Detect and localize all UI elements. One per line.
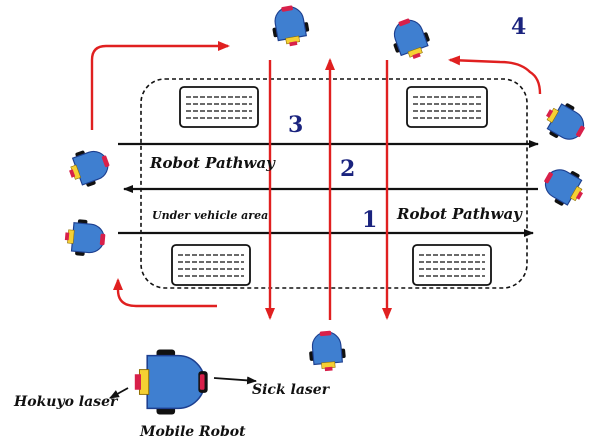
robot-pathway-label-top: Robot Pathway [149, 154, 276, 172]
path-number-4: 4 [511, 14, 526, 40]
hokuyo-laser-pointer [109, 387, 129, 399]
hokuyo-laser-label: Hokuyo laser [13, 394, 119, 410]
red-arrow-top-left-curve [90, 41, 230, 130]
under-vehicle-area-label: Under vehicle area [152, 209, 268, 222]
robot-right-lower [536, 160, 591, 213]
under-vehicle-area-outline [140, 78, 528, 289]
robot-left-lower [63, 217, 108, 259]
red-arrow-bottom-left-curve [113, 278, 217, 308]
robot-right-upper [538, 96, 592, 149]
tire-block-top-left [179, 86, 259, 128]
robot-pathway-label-bottom: Robot Pathway [396, 205, 523, 223]
robot-left-upper [63, 142, 115, 192]
robot-top-right [385, 13, 435, 65]
path-number-1: 1 [362, 207, 377, 233]
sick-laser-pointer [213, 376, 257, 385]
path-number-2: 2 [340, 156, 355, 182]
tire-block-bottom-right [412, 244, 492, 286]
robot-top-center [268, 2, 312, 50]
red-arrow-top-right-curve [448, 55, 542, 95]
tire-block-bottom-left [171, 244, 251, 286]
robot-bottom-center [306, 328, 348, 373]
legend-mobile-robot [134, 349, 208, 415]
tire-block-top-right [406, 86, 488, 128]
mobile-robot-label: Mobile Robot [139, 424, 246, 440]
path-number-3: 3 [288, 112, 303, 138]
sick-laser-label: Sick laser [252, 382, 331, 398]
